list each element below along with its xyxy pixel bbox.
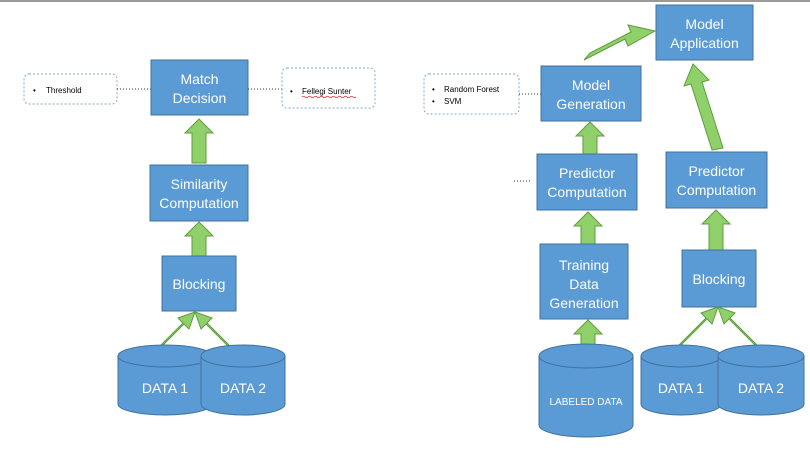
training-data-generation-box: Training Data Generation [539,243,629,320]
data2-right-label: DATA 2 [738,380,784,396]
data1-left-label: DATA 1 [142,380,188,396]
methods-item-2: SVM [444,97,462,106]
threshold-note: • Threshold [23,73,118,105]
training-line1: Training [559,257,609,273]
data1-right-label: DATA 1 [658,380,704,396]
predictor-right-line2: Computation [677,182,756,198]
model-application-line1: Model [685,16,723,32]
data1-cylinder-left: DATA 1 [117,344,213,416]
arrow-generation-to-application [583,24,657,61]
data1-cylinder-right: DATA 1 [640,344,722,416]
threshold-note-label: Threshold [46,86,82,95]
top-border-line [0,0,810,2]
predictor-left-line1: Predictor [559,165,615,181]
labeled-data-cylinder: LABELED DATA [538,343,634,438]
arrow-blocking-to-predictor [700,209,732,251]
similarity-line2: Computation [159,195,238,211]
fellegi-sunter-note: • Fellegi Sunter [281,67,376,109]
data2-cylinder-right: DATA 2 [717,344,805,416]
match-decision-line1: Match [180,71,218,87]
fellegi-note-bullet: • [290,87,293,96]
data2-left-label: DATA 2 [220,380,266,396]
predictor-computation-right-box: Predictor Computation [665,151,768,209]
blocking-left-label: Blocking [173,276,226,292]
blocking-right-label: Blocking [693,271,746,287]
methods-item-1: Random Forest [444,85,500,94]
predictor-computation-left-box: Predictor Computation [536,153,638,211]
match-decision-line2: Decision [173,90,227,106]
model-generation-line2: Generation [556,96,625,112]
arrow-predictor-to-generation [574,121,606,155]
methods-bullet-1: • [432,85,435,94]
model-generation-line1: Model [572,77,610,93]
predictor-right-line1: Predictor [688,163,744,179]
methods-note: • Random Forest • SVM [423,73,520,115]
threshold-note-bullet: • [33,86,36,95]
data2-cylinder-left: DATA 2 [200,344,286,416]
arrow-blocking-to-similarity [183,221,215,257]
blocking-box-left: Blocking [161,255,237,312]
arrow-data1-to-blocking-right [674,306,719,351]
arrow-predictor-to-application [683,63,724,151]
training-line3: Generation [549,295,618,311]
arrow-similarity-to-match [183,118,215,164]
spellcheck-squiggle [301,95,357,99]
similarity-computation-box: Similarity Computation [149,164,249,222]
model-application-box: Model Application [655,4,754,61]
methods-bullet-2: • [432,97,435,106]
model-application-line2: Application [670,35,739,51]
match-decision-box: Match Decision [150,59,249,116]
similarity-line1: Similarity [171,176,228,192]
predictor-left-line2: Computation [547,184,626,200]
blocking-box-right: Blocking [681,249,757,308]
arrow-data2-to-blocking-right [717,306,762,351]
fellegi-note-label: Fellegi Sunter [302,87,352,96]
arrow-training-to-predictor [572,211,604,245]
model-generation-box: Model Generation [540,65,642,122]
labeled-data-label: LABELED DATA [550,397,623,408]
training-line2: Data [569,276,599,292]
